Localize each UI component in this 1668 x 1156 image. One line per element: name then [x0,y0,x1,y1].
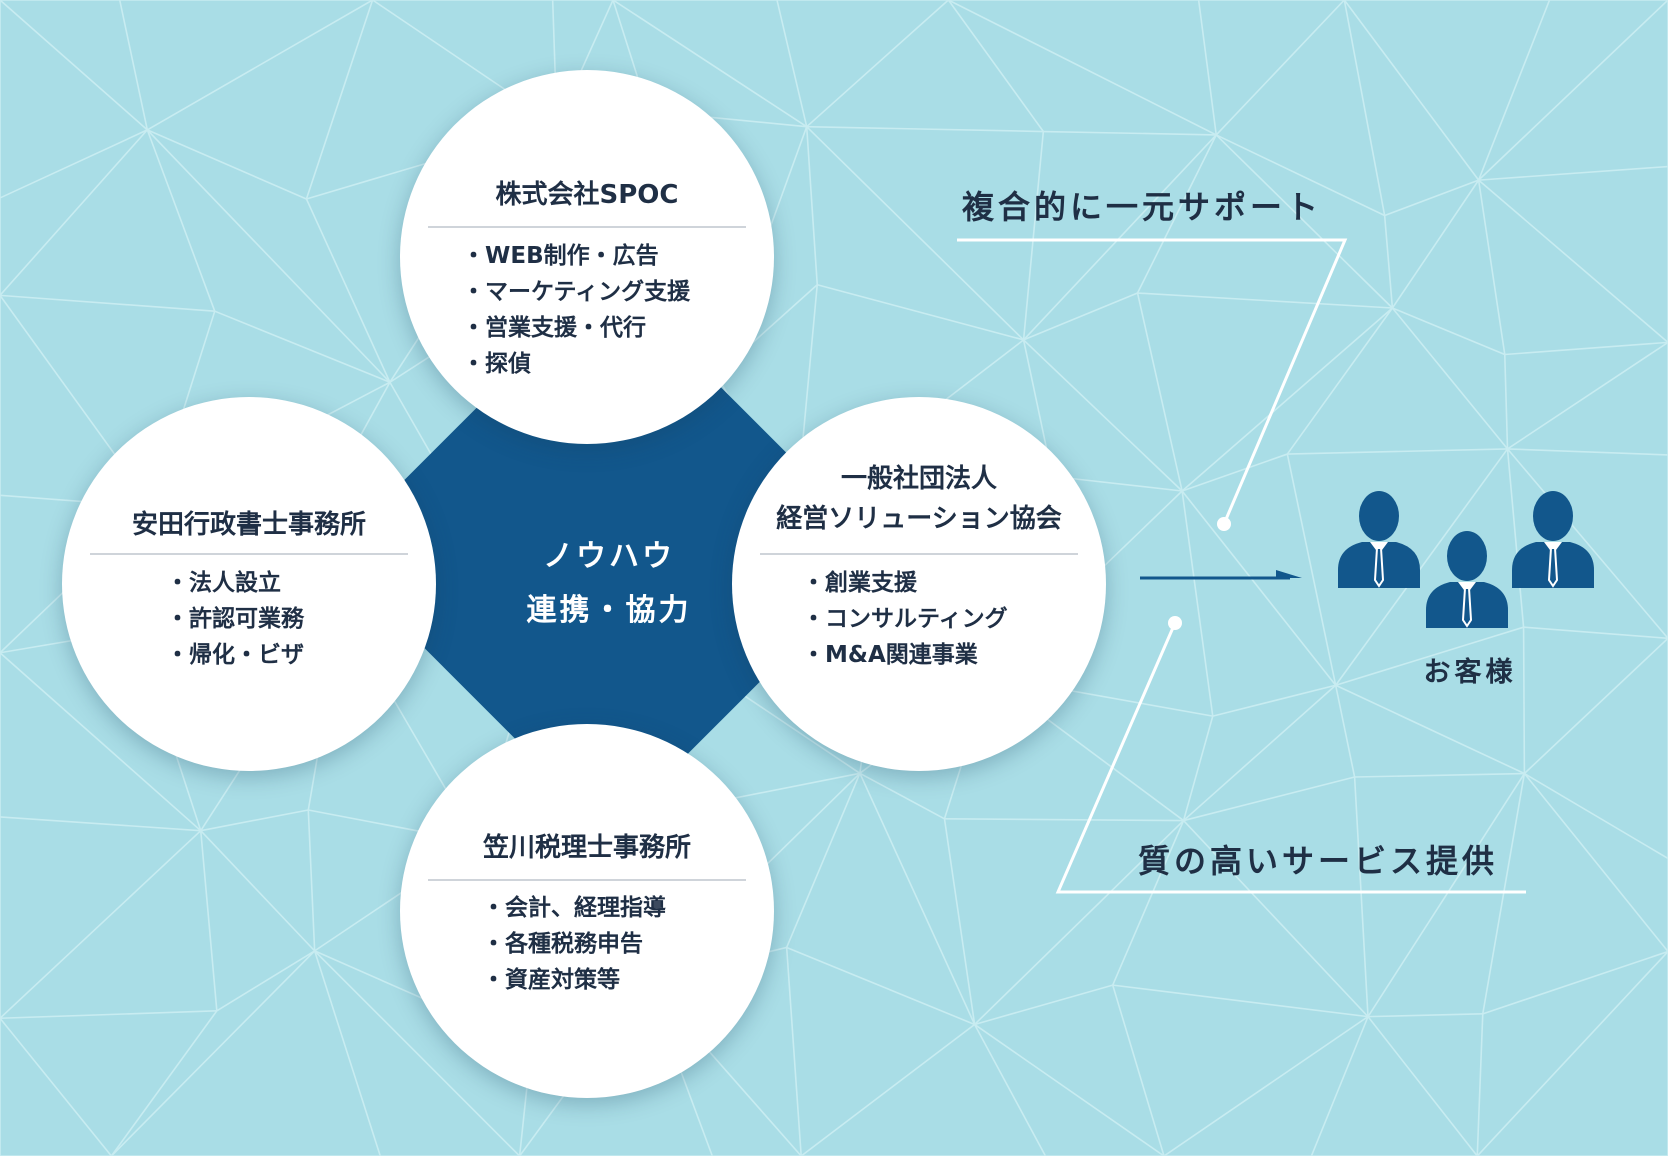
service-item: 営業支援・代行 [462,310,690,346]
center-label: ノウハウ 連携・協力 [459,530,759,638]
service-item: 創業支援 [802,565,1008,601]
businessman-icon [1512,491,1594,588]
businessman-icon [1426,531,1508,628]
org-name-spoc: 株式会社SPOC [495,180,679,210]
org-divider [428,879,746,881]
service-list-association: 創業支援 コンサルティング M&A関連事業 [802,565,1008,673]
center-label-line1: ノウハウ [543,539,675,574]
businessman-icon [1338,491,1420,588]
connector-bottom [1055,622,1526,894]
org-circle-association: 一般社団法人 経営ソリューション協会 創業支援 コンサルティング M&A関連事業 [732,397,1106,771]
org-circle-spoc: 株式会社SPOC WEB制作・広告 マーケティング支援 営業支援・代行 探偵 [400,70,774,444]
org-name-association-line2: 経営ソリューション協会 [776,504,1062,534]
service-item: 帰化・ビザ [166,637,304,673]
service-list-yasuda: 法人設立 許認可業務 帰化・ビザ [166,565,304,673]
org-name-yasuda: 安田行政書士事務所 [131,510,366,540]
benefit-unified-support: 複合的に一元サポート [962,188,1323,226]
org-circle-kasakawa: 笠川税理士事務所 会計、経理指導 各種税務申告 資産対策等 [400,724,774,1098]
service-item: M&A関連事業 [802,637,1008,673]
customer-label: お客様 [1423,657,1517,688]
connector-top [957,238,1348,525]
connector-bottom-dot [1168,616,1182,630]
service-item: WEB制作・広告 [462,238,690,274]
benefit-quality-service: 質の高いサービス提供 [1138,842,1499,880]
service-item: 法人設立 [166,565,304,601]
org-name-kasakawa: 笠川税理士事務所 [482,833,691,863]
service-item: 探偵 [462,346,690,382]
org-divider [760,553,1078,555]
org-name-association: 一般社団法人 経営ソリューション協会 [760,459,1078,539]
service-item: 会計、経理指導 [482,890,666,926]
service-item: コンサルティング [802,601,1008,637]
org-name-association-line1: 一般社団法人 [840,464,997,494]
org-circle-yasuda: 安田行政書士事務所 法人設立 許認可業務 帰化・ビザ [62,397,436,771]
connector-top-dot [1217,517,1231,531]
org-divider [428,226,746,228]
center-label-line2: 連携・協力 [526,593,692,628]
service-list-spoc: WEB制作・広告 マーケティング支援 営業支援・代行 探偵 [462,238,690,382]
service-item: マーケティング支援 [462,274,690,310]
service-item: 許認可業務 [166,601,304,637]
arrow-right-icon [1140,570,1302,580]
service-list-kasakawa: 会計、経理指導 各種税務申告 資産対策等 [482,890,666,998]
service-item: 資産対策等 [482,962,666,998]
service-item: 各種税務申告 [482,926,666,962]
org-divider [90,553,408,555]
